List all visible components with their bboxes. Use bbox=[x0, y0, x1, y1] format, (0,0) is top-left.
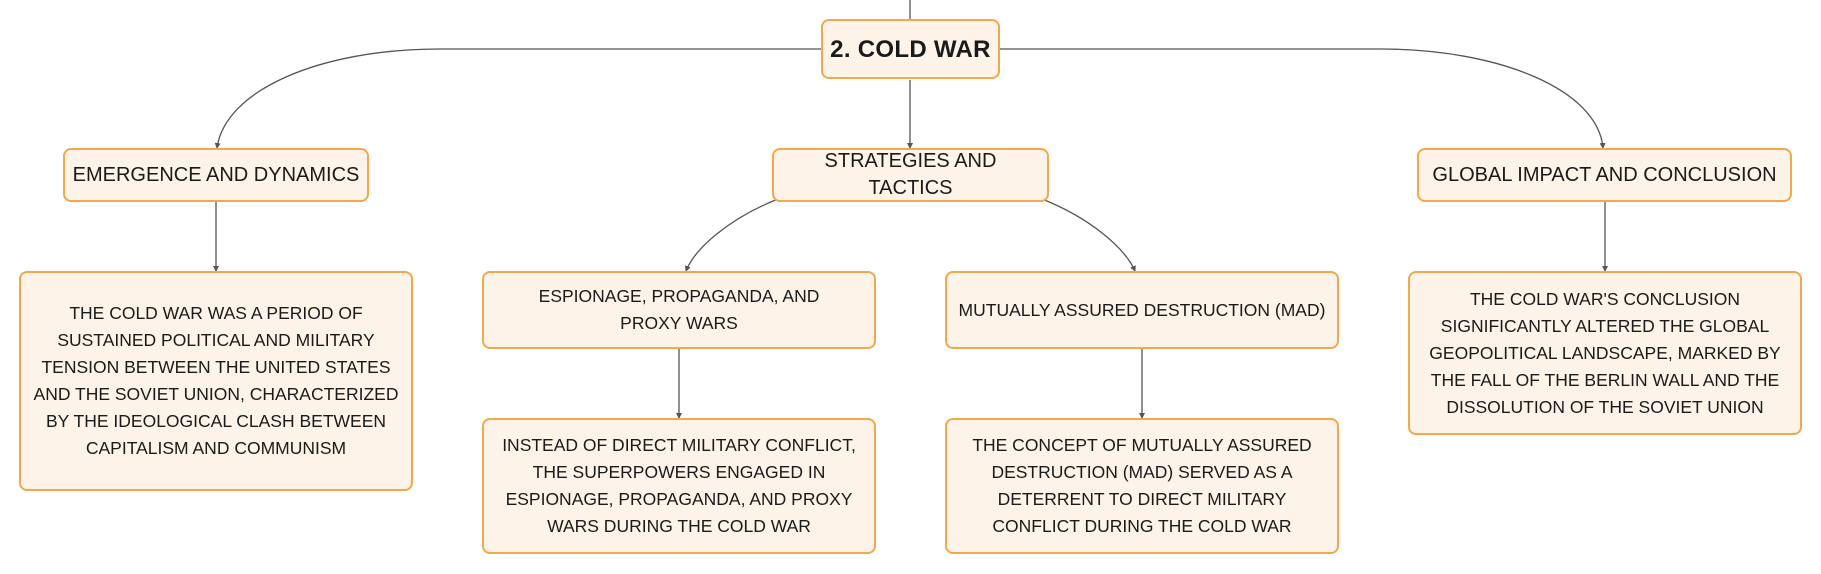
root-node[interactable]: 2. COLD WAR bbox=[821, 19, 1000, 79]
strategy-detail-mad[interactable]: THE CONCEPT OF MUTUALLY ASSURED DESTRUCT… bbox=[945, 418, 1339, 554]
category-node-global[interactable]: GLOBAL IMPACT AND CONCLUSION bbox=[1417, 148, 1792, 202]
global-detail-node[interactable]: THE COLD WAR'S CONCLUSION SIGNIFICANTLY … bbox=[1408, 271, 1802, 435]
strategy-detail-text-mad: THE CONCEPT OF MUTUALLY ASSURED DESTRUCT… bbox=[972, 435, 1312, 536]
category-label-strategies: STRATEGIES AND TACTICS bbox=[824, 150, 997, 199]
connector-strategies-mad bbox=[1041, 198, 1136, 272]
strategy-node-espionage[interactable]: ESPIONAGE, PROPAGANDA, AND PROXY WARS bbox=[482, 271, 876, 349]
global-detail-text: THE COLD WAR'S CONCLUSION SIGNIFICANTLY … bbox=[1429, 288, 1781, 417]
strategy-detail-espionage[interactable]: INSTEAD OF DIRECT MILITARY CONFLICT, THE… bbox=[482, 418, 876, 554]
connector-root-emergence bbox=[214, 48, 822, 149]
category-label-emergence: EMERGENCE AND DYNAMICS bbox=[72, 163, 360, 186]
emergence-detail-text: THE COLD WAR WAS A PERIOD OF SUSTAINED P… bbox=[33, 303, 399, 458]
root-label: 2. COLD WAR bbox=[830, 35, 991, 63]
category-node-emergence[interactable]: EMERGENCE AND DYNAMICS bbox=[63, 148, 369, 202]
strategy-label-mad: MUTUALLY ASSURED DESTRUCTION (MAD) bbox=[958, 299, 1326, 320]
category-node-strategies[interactable]: STRATEGIES AND TACTICS bbox=[772, 148, 1049, 202]
category-label-global: GLOBAL IMPACT AND CONCLUSION bbox=[1432, 163, 1777, 186]
strategy-node-mad[interactable]: MUTUALLY ASSURED DESTRUCTION (MAD) bbox=[945, 271, 1339, 349]
strategy-detail-text-espionage: INSTEAD OF DIRECT MILITARY CONFLICT, THE… bbox=[502, 435, 856, 536]
connector-root-global bbox=[999, 48, 1606, 149]
strategy-label-espionage: ESPIONAGE, PROPAGANDA, AND PROXY WARS bbox=[538, 286, 820, 333]
emergence-detail-node[interactable]: THE COLD WAR WAS A PERIOD OF SUSTAINED P… bbox=[19, 271, 413, 491]
connector-strategies-espionage bbox=[685, 198, 779, 272]
